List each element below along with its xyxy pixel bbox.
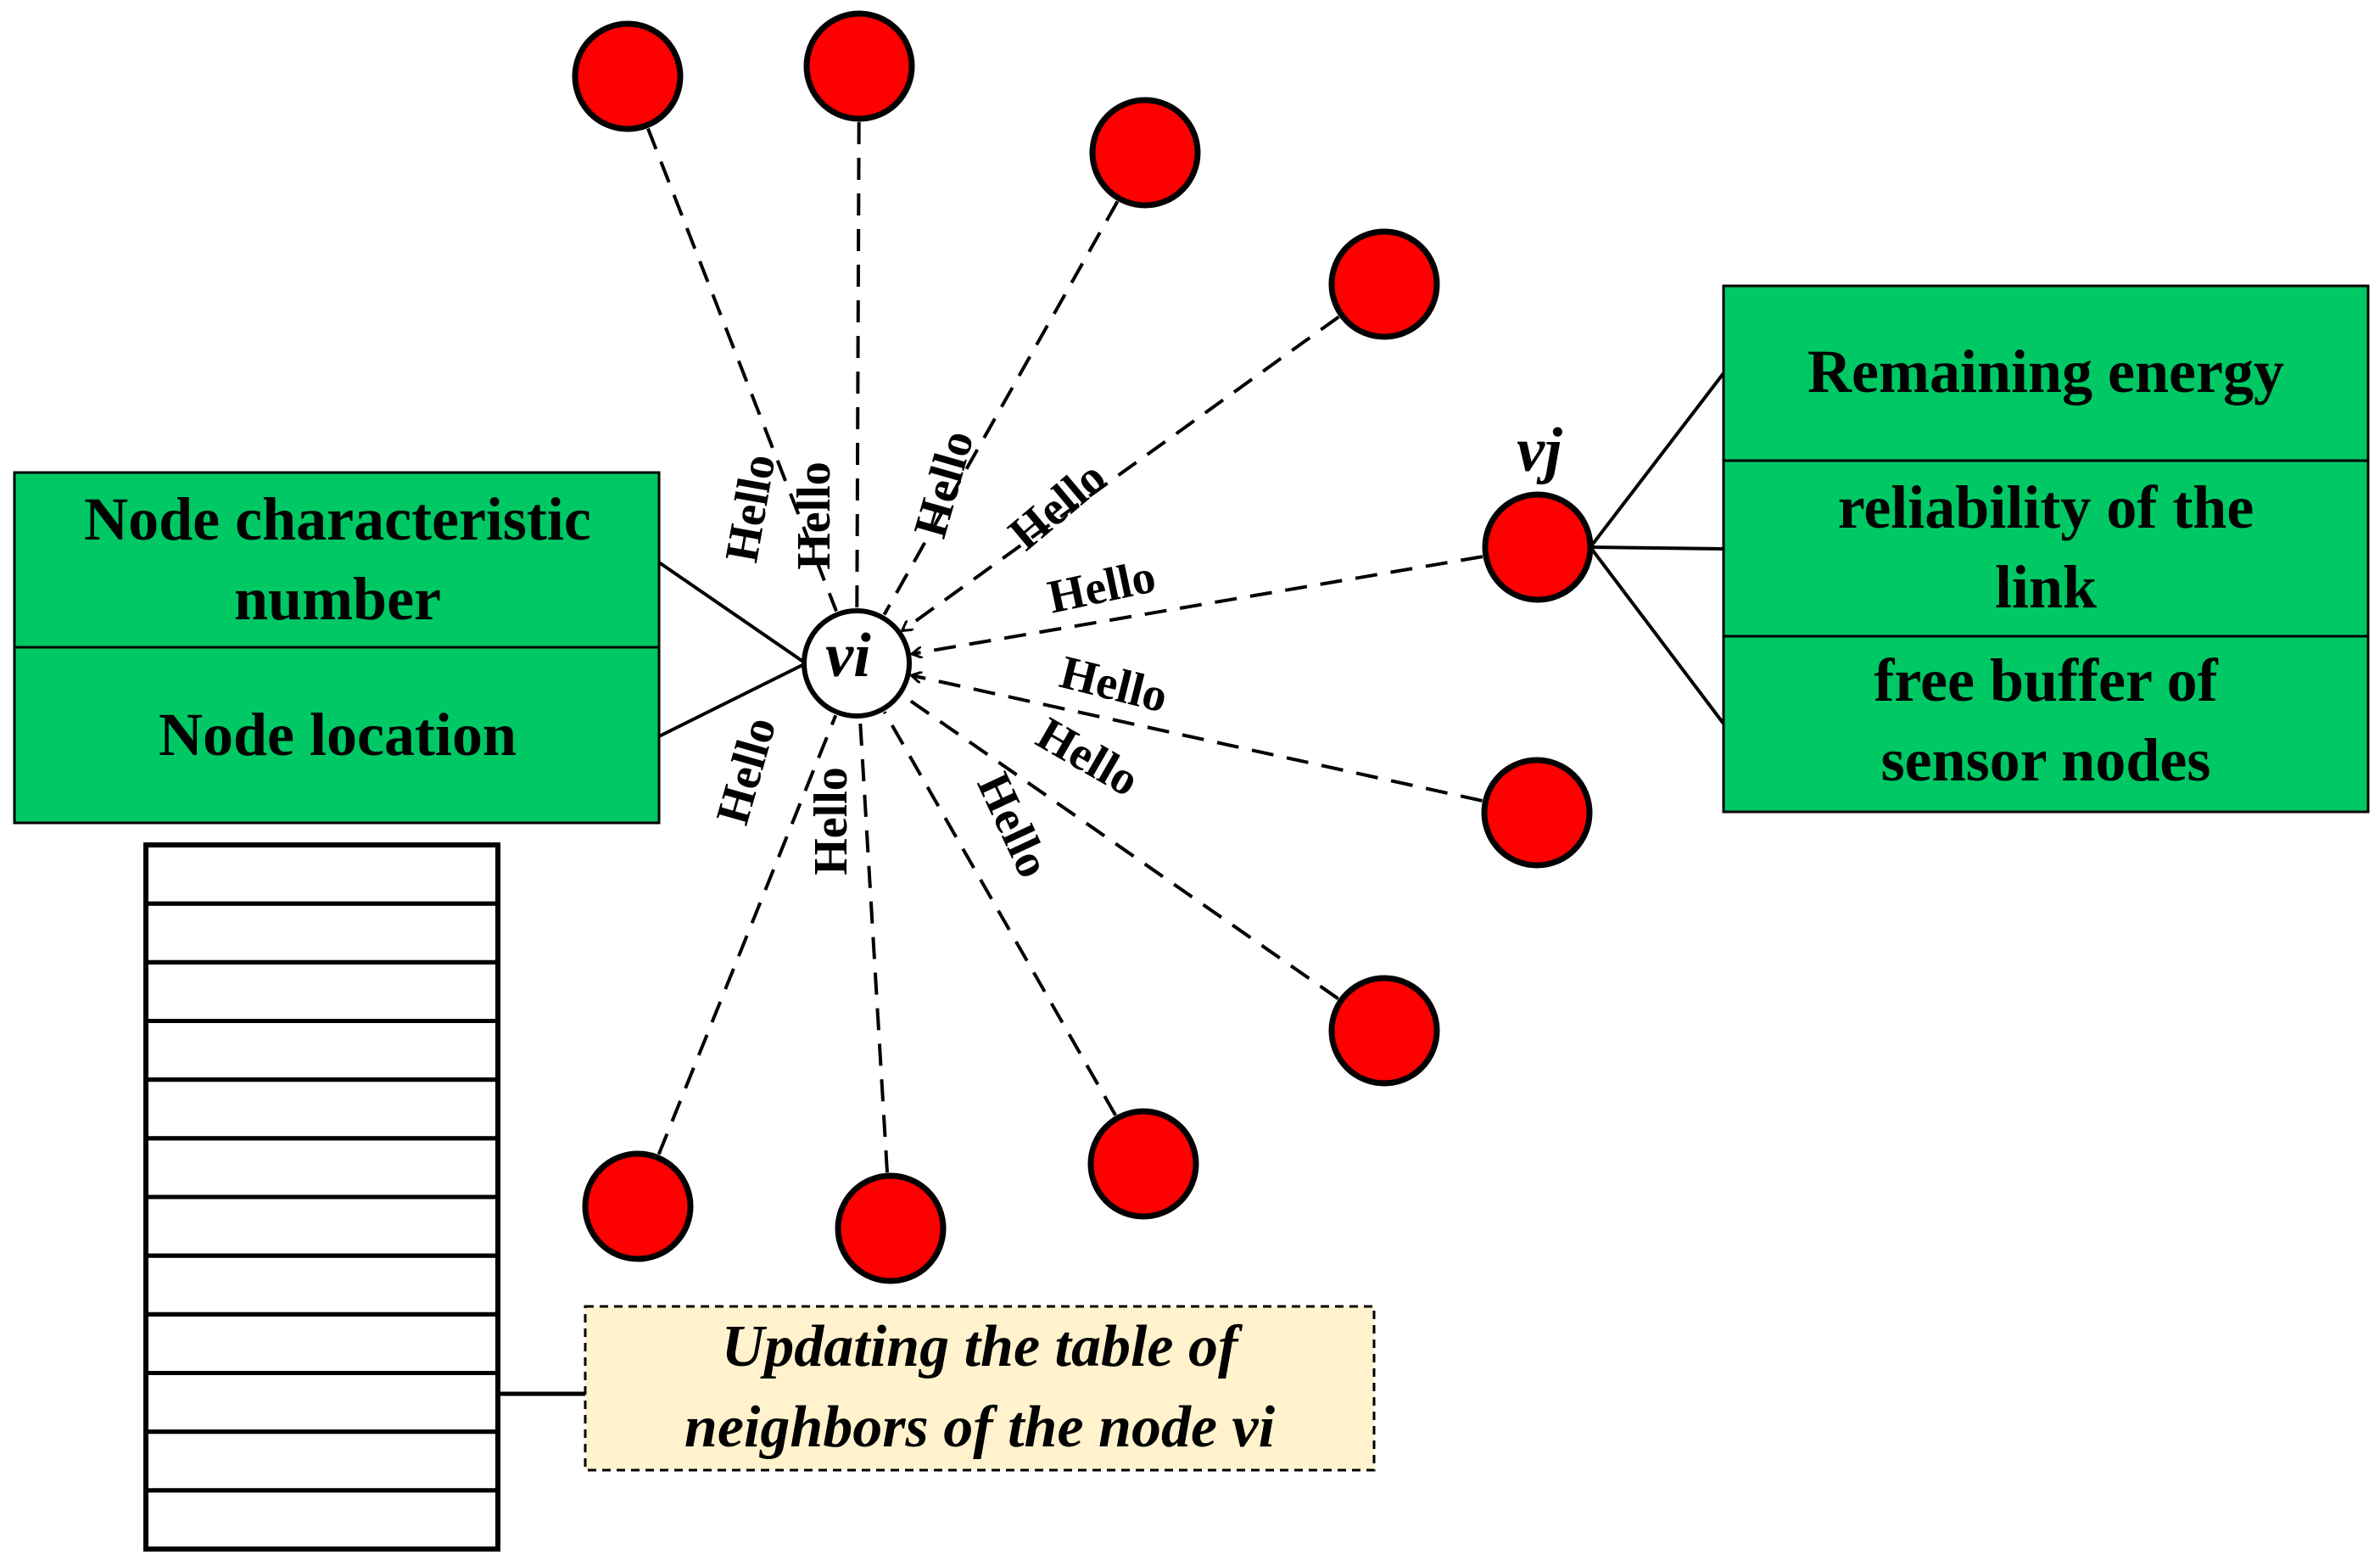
hello-label-6: Hello — [1055, 646, 1173, 723]
update-note-line1: Updating the table of — [722, 1314, 1243, 1379]
connector-reliability — [1589, 545, 1724, 551]
sensor-node-n-top-right-1 — [1089, 97, 1201, 209]
sensor-node-n-bottom — [835, 1172, 947, 1284]
link-n-bottom-right-2 — [883, 711, 1117, 1116]
sensor-nodes — [572, 10, 1594, 1284]
hello-links — [646, 121, 1483, 1173]
free-buffer-label-line2: sensor nodes — [1881, 726, 2211, 794]
update-note: Updating the table of neighbors of the n… — [584, 1305, 1376, 1472]
link-metrics-box: Remaining energy reliability of the link… — [1722, 284, 2370, 814]
hello-label-3: Hello — [904, 425, 985, 544]
neighbor-table — [143, 842, 500, 1552]
hello-label-4: Hello — [999, 450, 1116, 560]
hello-label-9: Hello — [805, 767, 858, 875]
sensor-node-n-bottom-right-1 — [1328, 975, 1440, 1087]
free-buffer-label-line1: free buffer of — [1874, 646, 2218, 714]
sensor-node-n-bottom-right-2 — [1087, 1108, 1199, 1220]
connector-energy — [1589, 372, 1725, 549]
link-n-top-right-1 — [882, 200, 1120, 616]
neighbor-table-row — [143, 1488, 500, 1552]
center-node-label: vi — [825, 621, 871, 691]
hello-label-8: Hello — [967, 765, 1060, 886]
link-reliability-label-line2: link — [1995, 553, 2097, 621]
sensor-node-n-top-left — [572, 20, 684, 132]
update-note-bg — [584, 1305, 1376, 1472]
link-n-bottom-left — [656, 714, 838, 1155]
link-reliability-label-line1: reliability of the — [1838, 473, 2254, 541]
sensor-node-n-bottom-left — [582, 1150, 694, 1262]
link-n-top-right-2 — [902, 315, 1340, 631]
link-n-bottom — [858, 719, 889, 1173]
connector-characteristic — [657, 561, 807, 665]
node-location-label: Node location — [159, 701, 517, 769]
hello-label-2: Hello — [788, 461, 841, 570]
hello-label-5: Hello — [1043, 550, 1160, 624]
link-n-top — [855, 121, 861, 608]
link-n-right-lower — [912, 675, 1483, 803]
hello-label-1: Hello — [715, 450, 785, 566]
connector-location — [658, 662, 807, 738]
sensor-node-n-top — [803, 10, 915, 122]
sensor-node-n-top-right-2 — [1328, 228, 1440, 340]
neighbor-node-label: vj — [1517, 416, 1562, 485]
sensor-node-n-vj — [1482, 491, 1594, 603]
node-info-box: Node characteristic number Node location — [13, 471, 661, 825]
hello-label-10: Hello — [707, 712, 787, 831]
sensor-node-n-right-lower — [1481, 757, 1593, 869]
link-n-vj — [912, 555, 1483, 654]
connector-buffer — [1589, 545, 1725, 725]
node-characteristic-label-line2: number — [234, 565, 441, 633]
update-note-line2: neighbors of the node vi — [684, 1395, 1276, 1460]
center-node: vi — [802, 608, 912, 719]
link-metrics-box-bg — [1722, 284, 2370, 814]
link-n-bottom-right-1 — [902, 694, 1339, 1000]
remaining-energy-label: Remaining energy — [1807, 338, 2284, 405]
node-characteristic-label-line1: Node characteristic — [84, 485, 591, 553]
link-n-top-left — [646, 127, 838, 612]
